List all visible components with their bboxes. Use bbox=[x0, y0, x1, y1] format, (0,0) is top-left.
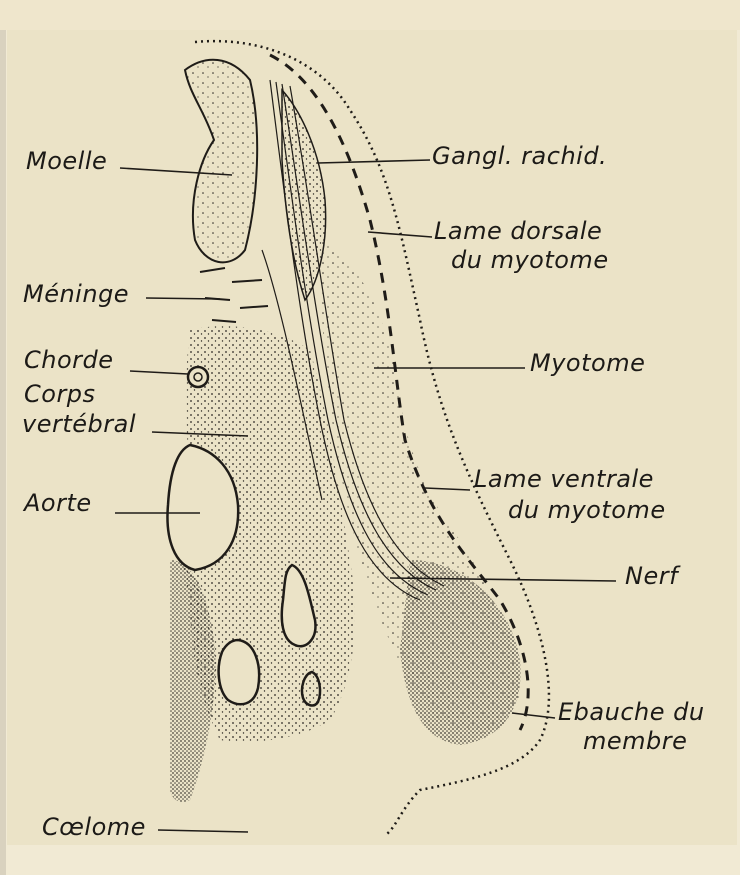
label-chorde: Chorde bbox=[24, 347, 114, 373]
label-moelle: Moelle bbox=[26, 148, 107, 174]
coelome-pocket-2 bbox=[219, 640, 259, 704]
label-coelome: Cœlome bbox=[42, 814, 146, 840]
label-corps: Corps bbox=[24, 381, 96, 407]
label-membre: membre bbox=[583, 728, 687, 754]
meninge-marks bbox=[200, 268, 268, 322]
label-lame-dorsale-1: Lame dorsale bbox=[434, 218, 602, 244]
chorde-circle bbox=[188, 367, 208, 387]
label-gangl-rachid: Gangl. rachid. bbox=[432, 143, 607, 169]
label-meninge: Méninge bbox=[23, 281, 129, 307]
label-nerf: Nerf bbox=[625, 563, 678, 589]
label-lame-ventrale-2: du myotome bbox=[508, 497, 666, 523]
label-aorte: Aorte bbox=[24, 490, 92, 516]
ebauche-membre-shape bbox=[400, 560, 521, 745]
label-vertebral: vertébral bbox=[22, 411, 136, 437]
label-myotome: Myotome bbox=[530, 350, 645, 376]
label-lame-dorsale-2: du myotome bbox=[451, 247, 609, 273]
label-lame-ventrale-1: Lame ventrale bbox=[474, 466, 654, 492]
label-ebauche-du: Ebauche du bbox=[558, 699, 705, 725]
moelle-shape bbox=[185, 60, 257, 263]
